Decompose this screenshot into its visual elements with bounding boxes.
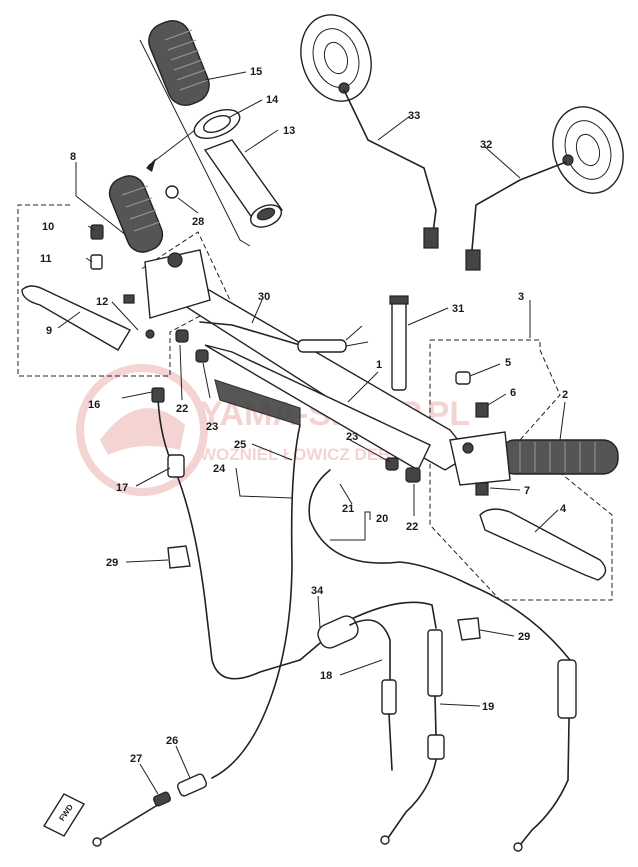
label-4: 4 (560, 503, 567, 515)
group-box-3 (429, 339, 613, 601)
label-21: 21 (342, 503, 354, 515)
label-14: 14 (266, 94, 279, 106)
label-29b: 29 (518, 631, 530, 643)
label-27: 27 (130, 753, 142, 765)
mirror-33 (300, 14, 439, 249)
label-1: 1 (376, 359, 382, 371)
group-box-8 (17, 204, 231, 377)
label-6: 6 (510, 387, 516, 399)
wire-harness-30 (199, 321, 369, 353)
right-control-assembly (449, 371, 619, 581)
label-20: 20 (376, 513, 388, 525)
part-labels: 15 14 13 33 32 8 10 11 28 12 9 16 22 23 … (40, 66, 568, 765)
label-31: 31 (452, 303, 464, 315)
label-5: 5 (505, 357, 511, 369)
label-33: 33 (408, 110, 420, 122)
label-15: 15 (250, 66, 262, 78)
label-13: 13 (283, 125, 295, 137)
label-19: 19 (482, 701, 494, 713)
label-9: 9 (46, 325, 52, 337)
label-22b: 22 (406, 521, 418, 533)
leader-lines (57, 71, 566, 795)
label-16: 16 (88, 399, 100, 411)
strap-31 (389, 295, 409, 391)
label-10: 10 (42, 221, 54, 233)
arrow-fwd-icon: FWD (42, 793, 86, 837)
label-12: 12 (96, 296, 108, 308)
label-11: 11 (40, 253, 52, 265)
label-8: 8 (70, 151, 76, 163)
grip-assembly-top (139, 19, 284, 247)
label-2: 2 (562, 389, 568, 401)
label-32: 32 (480, 139, 492, 151)
label-22a: 22 (176, 403, 188, 415)
label-23b: 23 (346, 431, 358, 443)
cables (92, 329, 577, 852)
label-25: 25 (234, 439, 246, 451)
label-29a: 29 (106, 557, 118, 569)
label-24: 24 (213, 463, 226, 475)
label-23a: 23 (206, 421, 218, 433)
helmet-logo-icon (76, 364, 208, 496)
label-28: 28 (192, 216, 204, 228)
label-34: 34 (311, 585, 324, 597)
label-18: 18 (320, 670, 332, 682)
label-7: 7 (524, 485, 530, 497)
label-26: 26 (166, 735, 178, 747)
label-30: 30 (258, 291, 270, 303)
label-3: 3 (518, 291, 524, 303)
label-17: 17 (116, 482, 128, 494)
left-control-assembly (21, 175, 211, 351)
mirror-32 (465, 106, 624, 271)
watermark-subtitle: WOŹNIEL ŁOWICZ DEB... (200, 445, 405, 464)
